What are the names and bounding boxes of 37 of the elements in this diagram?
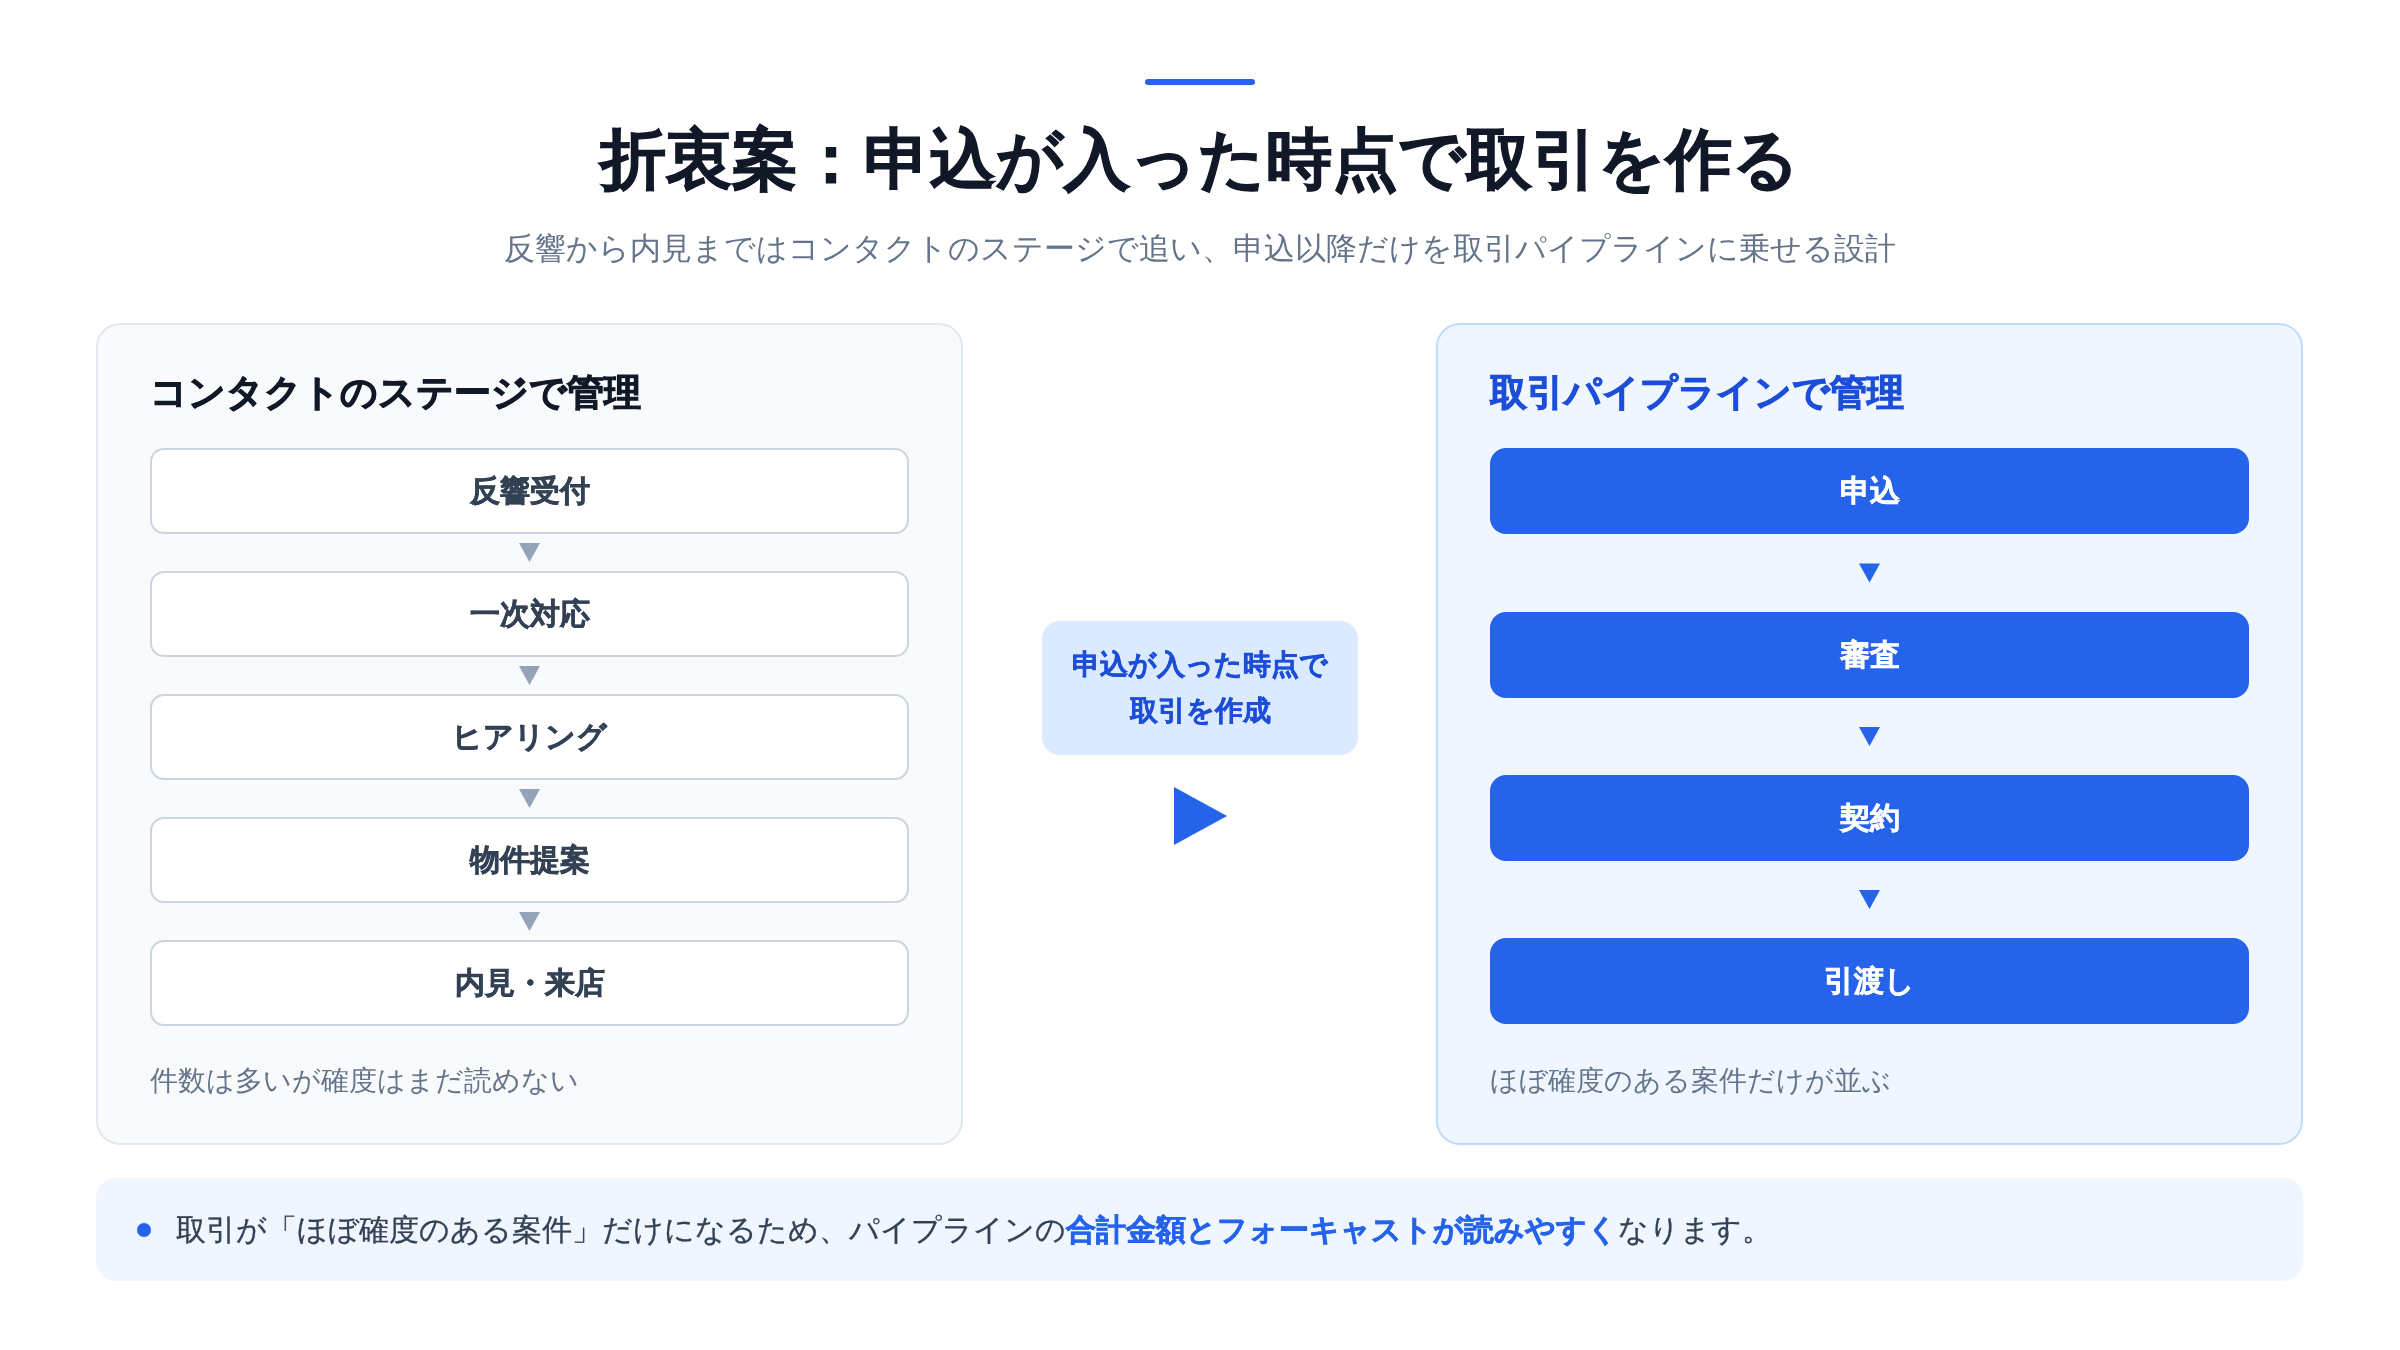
- process-box: [150, 694, 909, 780]
- note-box: [1042, 621, 1358, 755]
- arrow: [519, 912, 540, 931]
- arrow: [519, 789, 540, 808]
- diagram-title: 折衷案：申込が入った時点で取引を作る: [600, 120, 1800, 200]
- process-box: [1490, 938, 2249, 1024]
- process-box: [1490, 612, 2249, 698]
- panel-note: 件数は多いが確度はまだ読めない: [150, 1063, 579, 1099]
- step-label: 申込: [1839, 472, 1900, 510]
- subtitle: 反響から内見まではコンタクトのステージで追い、申込以降だけを取引パイプラインに乗せる設計: [504, 229, 1896, 268]
- arrow: [1859, 890, 1880, 909]
- summary-bar: [96, 1178, 2303, 1281]
- step-label: 内見・来店: [454, 964, 605, 1002]
- panel: [96, 323, 963, 1145]
- note-text: 申込が入った時点で取引を作成: [1072, 647, 1328, 729]
- step-label: 反響受付: [469, 472, 590, 510]
- arrow: [519, 666, 540, 685]
- arrow: [1859, 563, 1880, 583]
- panel: [1436, 323, 2303, 1145]
- panel-note: ほぼ確度のある案件だけが並ぶ: [1490, 1063, 1891, 1099]
- panel-heading: 取引パイプラインで管理: [1490, 370, 1904, 416]
- process-box: [1490, 775, 2249, 861]
- step-label: 物件提案: [469, 841, 590, 879]
- panel-heading: コンタクトのステージで管理: [150, 370, 641, 416]
- step-label: 契約: [1839, 799, 1900, 837]
- step-label: 一次対応: [469, 595, 590, 633]
- arrow: [519, 543, 540, 562]
- step-label: 引渡し: [1824, 962, 1915, 1000]
- process-box: [150, 571, 909, 657]
- process-box: [150, 448, 909, 534]
- summary-text: 取引が「ほぼ確度のある案件」だけになるため、パイプラインの合計金額とフォーキャストが読みやすくなります。: [176, 1210, 1772, 1249]
- step-label: 審査: [1839, 636, 1900, 674]
- process-box: [150, 817, 909, 903]
- process-box: [150, 940, 909, 1026]
- process-box: [1490, 448, 2249, 534]
- arrow: [1859, 727, 1880, 746]
- step-label: ヒアリング: [452, 718, 607, 756]
